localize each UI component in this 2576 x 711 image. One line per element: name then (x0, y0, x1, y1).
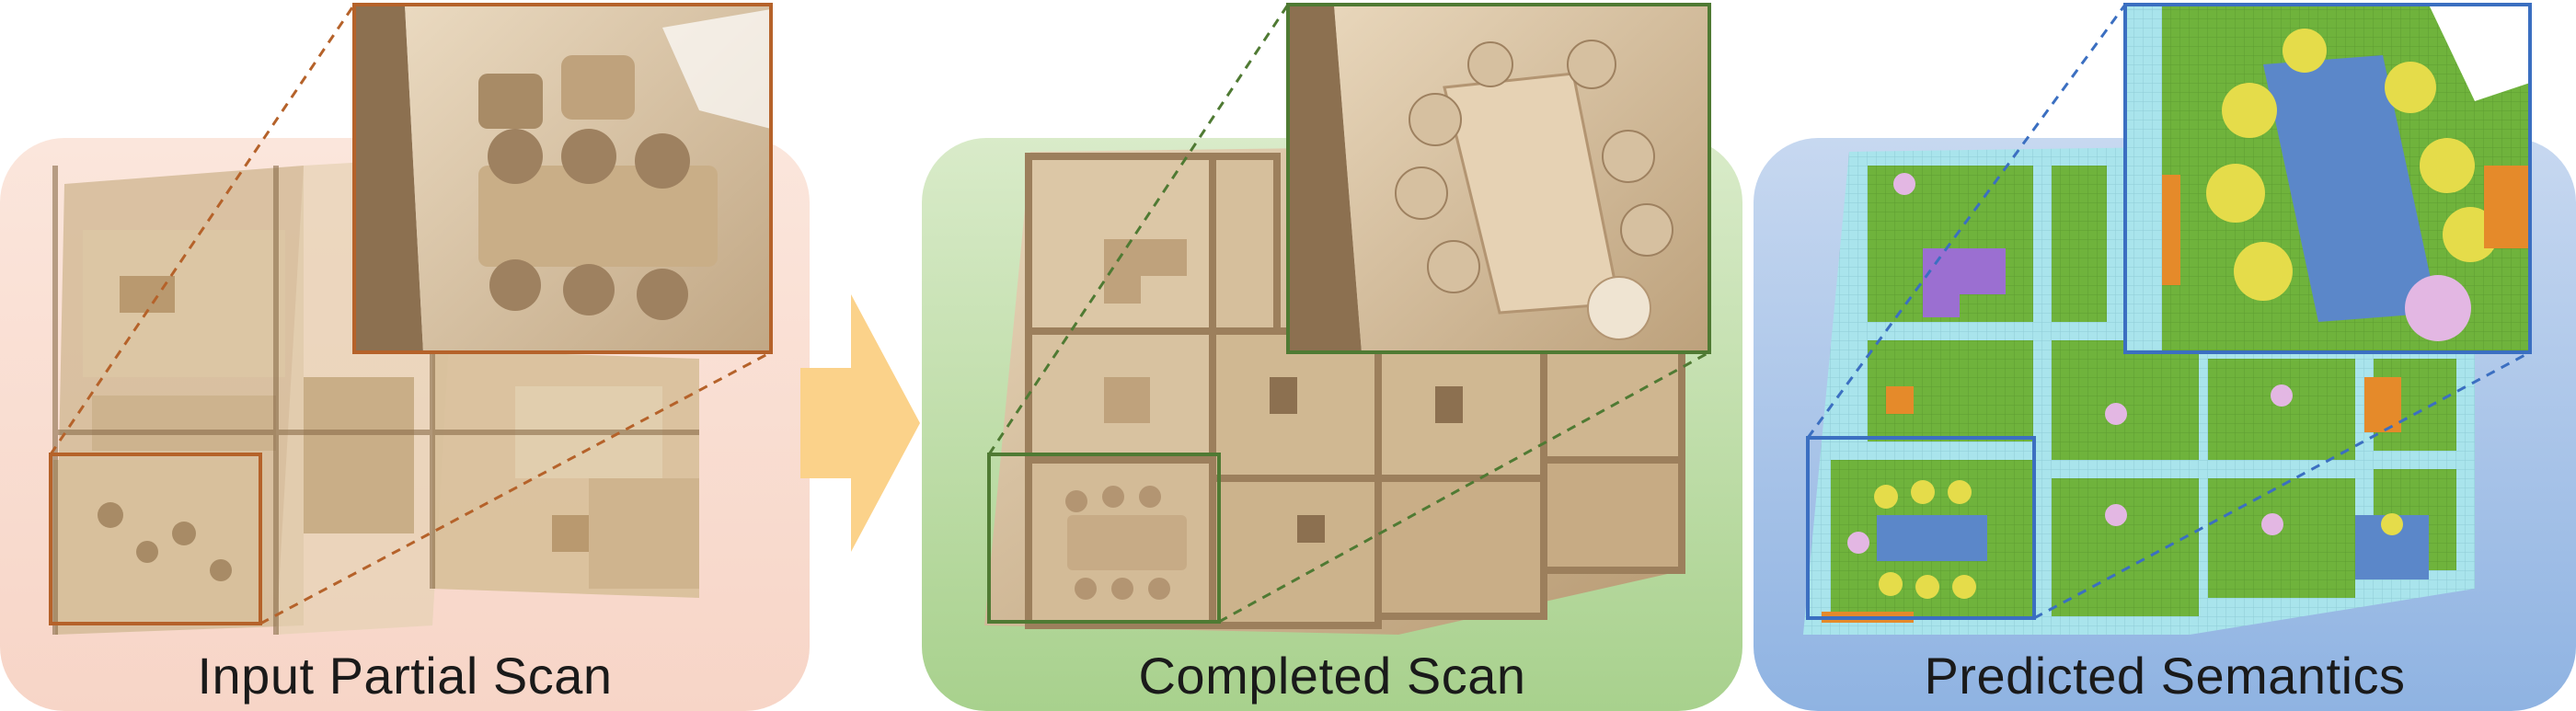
zoom-inset-completed (1286, 3, 1711, 354)
zoom-region-completed (987, 453, 1221, 624)
partial-scan-floorplan (52, 156, 699, 635)
caption-predicted-semantics: Predicted Semantics (1924, 647, 2406, 705)
caption-input-partial-scan: Input Partial Scan (197, 647, 613, 705)
zoom-region-semantics (1806, 436, 2036, 620)
zoom-inset-input (352, 3, 773, 354)
right-arrow-icon (800, 294, 920, 552)
zoom-region-input (49, 453, 262, 625)
zoom-inset-semantics (2123, 3, 2532, 354)
caption-completed-scan: Completed Scan (1138, 647, 1526, 705)
